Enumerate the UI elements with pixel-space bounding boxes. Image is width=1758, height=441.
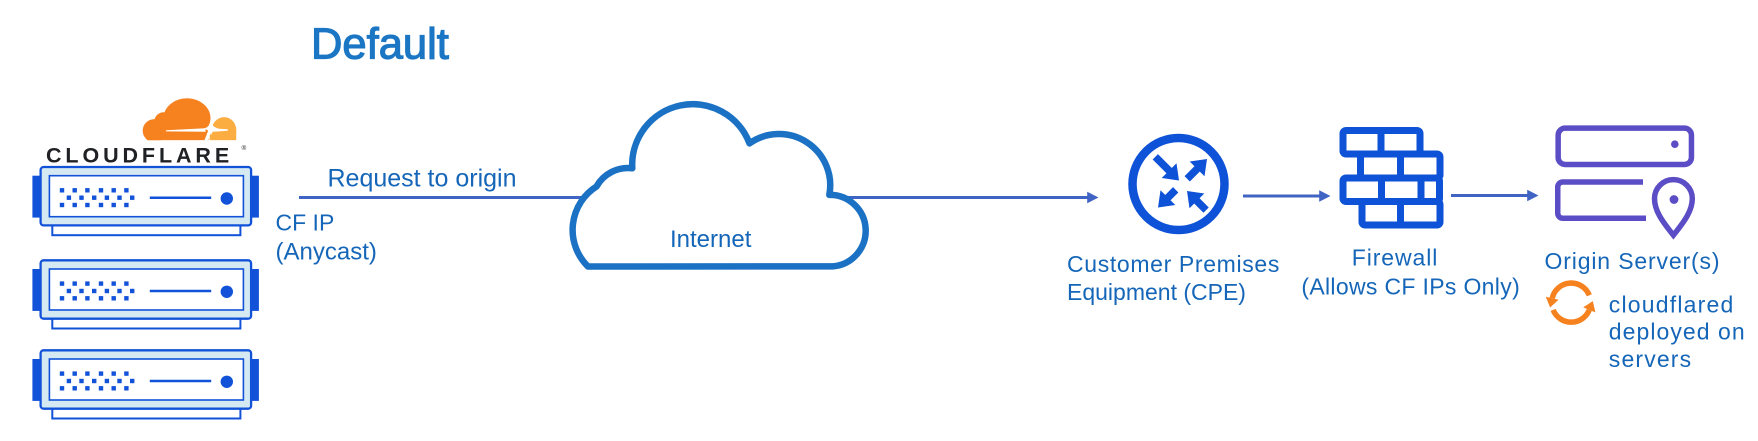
svg-text:(Allows CF IPs Only): (Allows CF IPs Only)	[1301, 273, 1520, 299]
svg-text:Customer Premises: Customer Premises	[1067, 251, 1280, 277]
svg-text:Request to origin: Request to origin	[328, 165, 517, 193]
svg-text:Firewall: Firewall	[1352, 244, 1438, 270]
svg-text:deployed on: deployed on	[1609, 319, 1746, 345]
svg-text:Origin Server(s): Origin Server(s)	[1545, 248, 1721, 274]
svg-text:Default: Default	[311, 20, 449, 68]
svg-text:®: ®	[242, 144, 247, 152]
svg-text:CLOUDFLARE: CLOUDFLARE	[46, 144, 233, 168]
svg-text:Internet: Internet	[670, 226, 752, 253]
svg-text:Equipment (CPE): Equipment (CPE)	[1067, 279, 1246, 305]
svg-text:(Anycast): (Anycast)	[276, 239, 377, 266]
svg-text:CF IP: CF IP	[276, 210, 335, 236]
svg-text:cloudflared: cloudflared	[1609, 291, 1735, 317]
svg-text:servers: servers	[1609, 346, 1692, 372]
